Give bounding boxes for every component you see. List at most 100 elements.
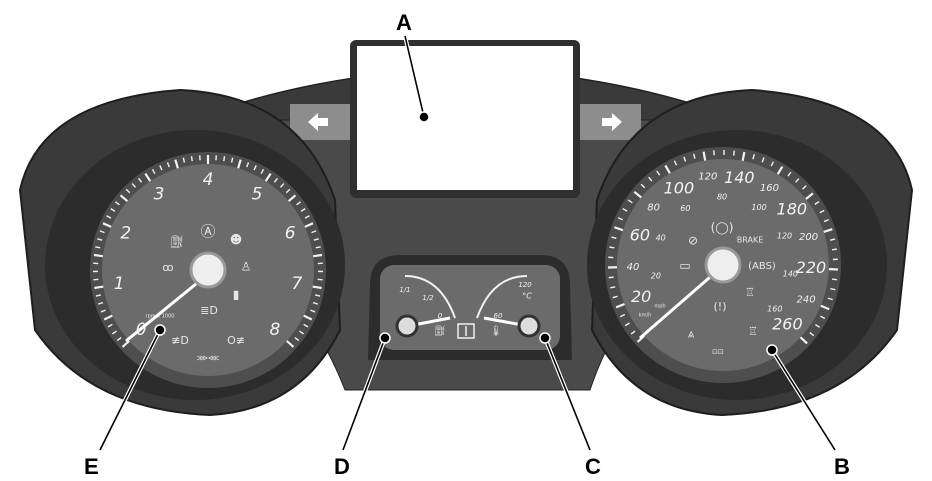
- speedo-tick: [627, 199, 633, 204]
- tach-tick: [107, 323, 113, 328]
- mph-label: 140: [783, 269, 798, 278]
- kmh-label: 260: [772, 315, 803, 334]
- rear-fog-icon: O≢: [227, 334, 245, 347]
- callout-label-c: C: [585, 454, 601, 479]
- tach-tick: [131, 183, 136, 188]
- tach-tick: [287, 194, 297, 202]
- tach-tick: [94, 285, 104, 290]
- tach-tick: [304, 222, 314, 228]
- tach-label: 1: [114, 274, 125, 294]
- mph-label: 100: [751, 203, 766, 212]
- speedo-tick: [830, 287, 836, 291]
- speedo-tick: [640, 183, 646, 189]
- tach-tick: [311, 230, 317, 234]
- tach-tick: [303, 314, 313, 321]
- tach-tick: [95, 246, 101, 249]
- tach-tick: [190, 156, 193, 162]
- tach-label: 5: [252, 185, 263, 205]
- tach-tick: [294, 336, 300, 342]
- tach-tick: [119, 194, 129, 202]
- speedo-tick: [633, 190, 642, 199]
- kmh-label: 80: [647, 203, 660, 214]
- tach-tick: [125, 188, 131, 194]
- speedo-tick: [673, 160, 678, 166]
- mph-label: 80: [717, 193, 727, 202]
- speedo-tick: [619, 313, 626, 318]
- speedo-tick: [624, 322, 630, 327]
- tach-tick: [138, 177, 143, 183]
- abs-icon: (ABS): [748, 261, 776, 272]
- fuel-empty-label: 0: [438, 312, 443, 320]
- tach-tick: [116, 336, 122, 342]
- kmh-unit-label: km/h: [639, 313, 652, 319]
- temp-max-label: 120: [518, 281, 532, 289]
- mph-label: 120: [777, 232, 792, 241]
- tach-tick: [95, 294, 102, 297]
- oil-pressure-icon: ⛽︎: [169, 235, 184, 249]
- tach-tick: [273, 177, 278, 183]
- tach-tick: [100, 309, 106, 313]
- kmh-label: 240: [797, 295, 816, 306]
- tach-tick: [103, 314, 113, 321]
- kmh-label: 140: [724, 168, 755, 187]
- fuel-icon: ▮: [233, 288, 240, 302]
- speedo-tick: [776, 165, 784, 175]
- callout-d: D: [334, 332, 391, 479]
- speedo-tick: [683, 156, 687, 162]
- callout-a: A: [396, 10, 430, 123]
- tach-tick: [296, 201, 302, 206]
- information-display-screen: [357, 46, 573, 190]
- kmh-label: 160: [760, 183, 779, 194]
- tach-tick: [280, 183, 285, 188]
- speedo-tick: [814, 201, 820, 205]
- speedo-tick: [823, 218, 829, 223]
- tach-tick: [237, 159, 242, 169]
- info-button-icon: [457, 323, 475, 339]
- tach-tick: [230, 157, 234, 163]
- power-steering-icon: ⊘: [688, 234, 698, 248]
- tach-tick: [223, 156, 226, 162]
- tach-tick: [166, 162, 170, 168]
- speedo-tick: [787, 171, 792, 177]
- tach-label: 2: [120, 223, 131, 243]
- kmh-label: 120: [698, 171, 717, 182]
- speedo-tick: [630, 330, 636, 335]
- tach-hub: [189, 251, 227, 289]
- speedo-tick: [827, 297, 833, 301]
- tach-tick: [285, 188, 291, 194]
- brake-system-icon: (◯): [711, 221, 734, 235]
- speedo-tick: [770, 161, 775, 167]
- speedo-tick: [820, 315, 826, 320]
- hill-descent-icon: ⊡⊡: [712, 348, 724, 356]
- fuel-hub: [395, 314, 419, 338]
- tach-tick: [97, 301, 104, 305]
- small-gauges-face: [380, 265, 560, 350]
- callout-label-b: B: [834, 454, 850, 479]
- kmh-label: 200: [799, 232, 818, 243]
- speedo-tick: [799, 336, 808, 345]
- temp-unit-label: °C: [522, 292, 532, 301]
- stability-control-icon: ♖: [745, 286, 755, 299]
- speedo-tick: [702, 151, 707, 161]
- fuel-scale-arc: [404, 275, 456, 319]
- tach-tick: [303, 323, 309, 328]
- temp-scale-arc: [476, 275, 528, 319]
- speedo-tick: [820, 304, 830, 311]
- kmh-label: 60: [630, 226, 650, 245]
- tach-tick: [99, 230, 105, 234]
- speedo-tick: [819, 209, 825, 214]
- fuel-full-label: 1/1: [399, 286, 410, 294]
- tach-tick: [315, 246, 321, 249]
- tach-label: 6: [285, 223, 296, 243]
- tach-label: 8: [269, 320, 280, 340]
- traction-off-icon: ♖: [748, 325, 758, 338]
- speedo-tick: [617, 217, 623, 221]
- tach-tick: [260, 168, 265, 175]
- tach-tick: [102, 222, 112, 228]
- kmh-label: 220: [796, 258, 827, 277]
- tach-tick: [310, 309, 316, 313]
- callout-label-a: A: [396, 10, 412, 35]
- speedo-tick: [609, 246, 615, 249]
- tach-tick: [159, 165, 163, 171]
- tach-label: 7: [291, 274, 302, 294]
